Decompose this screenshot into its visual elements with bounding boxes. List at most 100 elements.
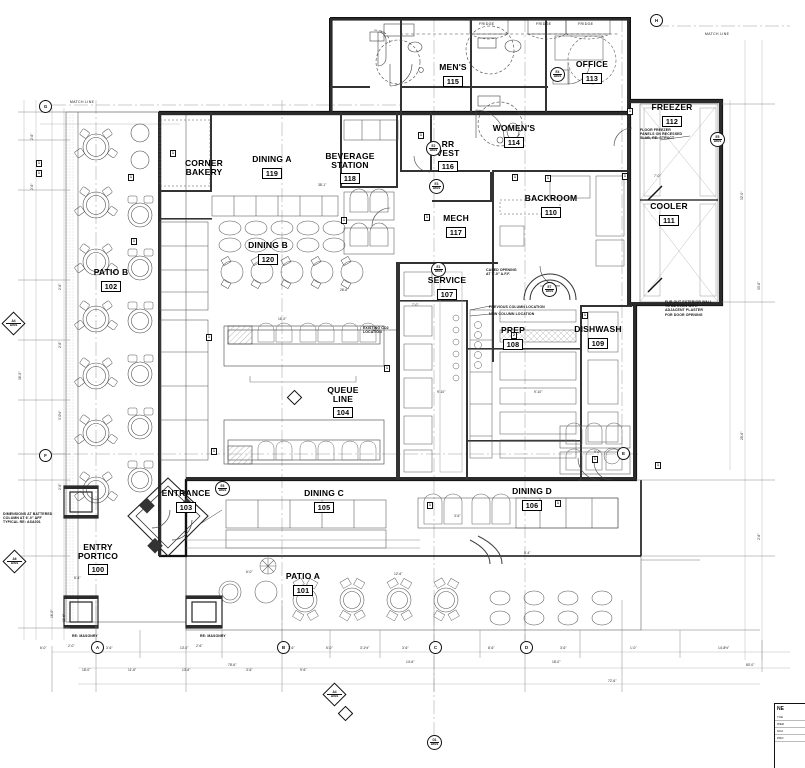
detail-marker-e1: E1 A601 — [431, 262, 446, 277]
room-number: 111 — [659, 214, 679, 226]
plan-dim-11: 5'-4" — [524, 551, 531, 555]
room-number: 120 — [257, 253, 279, 265]
room-name-line1: WOMEN'S — [492, 123, 536, 133]
bottom-dim-0: 6'-0" — [40, 646, 47, 650]
left-dim-3: 2'-6" — [58, 283, 62, 290]
bottom-dim-8: 3'-6" — [560, 646, 567, 650]
top-dim-0: 18'-0" — [82, 668, 91, 672]
room-number: 119 — [261, 167, 283, 179]
left-dim-0: 2'-6" — [30, 133, 34, 140]
marker-top: E5 — [712, 135, 723, 140]
room-number: 106 — [521, 499, 543, 511]
room-number: 102 — [100, 280, 122, 292]
room-number: 103 — [175, 501, 197, 513]
top-dim-3: 3'-6" — [246, 668, 253, 672]
marker-bottom: A601 — [429, 148, 438, 152]
room-number: 118 — [339, 173, 361, 185]
grid-bubble-a: A — [91, 641, 104, 654]
room-number: 105 — [313, 501, 335, 513]
door-tag: 1 — [36, 160, 42, 167]
room-label-dining-a: DINING A 119 — [241, 155, 303, 180]
detail-marker-d1: D1 A601 — [427, 735, 442, 750]
plan-dim-3: 7'-0" — [412, 303, 419, 307]
bottom-total-80: 80'-0" — [746, 663, 755, 667]
door-tag: 1 — [627, 108, 633, 115]
door-tag: 1 — [211, 448, 217, 455]
room-number: 104 — [332, 407, 354, 419]
room-name-line1: SERVICE — [427, 275, 467, 285]
door-tag: 1 — [341, 217, 347, 224]
room-label-prep: PREP 108 — [490, 326, 536, 351]
plan-dim-2: 26'-6" — [340, 288, 349, 292]
room-name-line1: CORNER — [184, 158, 224, 168]
room-label-entry-portico: ENTRY PORTICO 100 — [68, 543, 128, 577]
room-label-service: SERVICE 107 — [417, 276, 477, 301]
grid-bubble-g: G — [39, 100, 52, 113]
left-dim-5: 3'-0½" — [58, 410, 62, 420]
room-label-entrance: ENTRANCE 103 — [150, 489, 222, 514]
equipment-label-fridge-2: FRIDGE — [536, 22, 552, 26]
room-label-rr-vest: RR VEST 116 — [430, 140, 466, 174]
left-dim-2: 38'-0" — [18, 371, 22, 380]
marker-bottom: A601 — [434, 269, 443, 273]
bottom-dim-3: 3'-6" — [288, 646, 295, 650]
top-dim-4: 9'-6" — [300, 668, 307, 672]
door-tag: 1 — [170, 150, 176, 157]
marker-bottom: A601 — [430, 742, 439, 746]
plan-dim-7: 9'-0" — [594, 450, 601, 454]
room-number: 101 — [292, 584, 314, 596]
door-tag: 1 — [418, 132, 424, 139]
bottom-dim-4: 5'-0" — [326, 646, 333, 650]
title-block-row: TUE — [775, 714, 805, 721]
room-number: 115 — [442, 75, 464, 87]
bottom-total-78: 78'-6" — [228, 663, 237, 667]
room-name-line2: STATION — [331, 159, 369, 170]
room-number: 100 — [87, 564, 109, 576]
marker-top: E7 — [544, 285, 555, 290]
marker-bottom: A501 — [9, 323, 18, 327]
room-name-line1: OFFICE — [575, 59, 609, 69]
bottom-dim-7: 8'-6" — [488, 646, 495, 650]
room-label-patio-b: PATIO B 102 — [80, 268, 142, 293]
note-new-column: NEW COLUMN LOCATION — [489, 312, 535, 316]
left-dim-6: 2'-6" — [58, 483, 62, 490]
plan-dim-1: 18'-0" — [278, 317, 287, 321]
detail-marker-e7: E7 A601 — [542, 282, 557, 297]
title-block-row: SCA — [775, 728, 805, 735]
room-name-line2: PORTICO — [77, 550, 119, 561]
right-dim-1: 33'-6" — [757, 281, 761, 290]
title-block-label: NE — [777, 706, 784, 712]
right-dim-0: 32'-0" — [740, 191, 744, 200]
door-tag: 1 — [131, 238, 137, 245]
note-fur-out-wall: FUR OUT EXTERIOR WALL TO BE EVEN WITH AD… — [665, 300, 713, 317]
detail-marker-e2: E2 A601 — [426, 141, 441, 156]
room-label-dining-b: DINING B 120 — [237, 241, 299, 266]
note-cased-opening: CASED OPENING AT 7'-0" A.F.F. — [486, 268, 517, 277]
grid-bubble-h: H — [650, 14, 663, 27]
room-name-line1: PATIO A — [285, 571, 321, 581]
marker-bottom: A501 — [10, 561, 19, 565]
marker-bottom: A601 — [553, 74, 562, 78]
title-block-row: PRO — [775, 735, 805, 742]
left-dim-7: 16'-0" — [50, 609, 54, 618]
room-label-dishwash: DISHWASH 109 — [563, 325, 633, 350]
detail-marker-e3: E3 A601 — [429, 179, 444, 194]
room-name-line1: PATIO B — [93, 267, 129, 277]
room-number: 117 — [445, 226, 467, 238]
room-number: 116 — [437, 161, 459, 173]
detail-marker-e5: E5 A601 — [710, 132, 725, 147]
marker-bottom: A601 — [713, 139, 722, 143]
room-name-line1: BACKROOM — [524, 193, 578, 203]
room-name-line1: FREEZER — [651, 102, 693, 112]
room-number: 108 — [502, 338, 524, 350]
room-number: 107 — [436, 288, 458, 300]
room-name-line1: QUEUE — [327, 385, 359, 395]
bottom-dim-9: 1'-0" — [630, 646, 637, 650]
door-tag: 1 — [592, 456, 598, 463]
room-label-mech: MECH 117 — [434, 214, 478, 239]
note-re-masonry-right: RE: MASONRY — [200, 634, 226, 638]
match-line-label-top-left: MATCH LINE — [70, 100, 95, 104]
title-block: NE TUE WED SCA PRO — [774, 703, 805, 768]
room-name-line1: DINING A — [252, 154, 292, 164]
